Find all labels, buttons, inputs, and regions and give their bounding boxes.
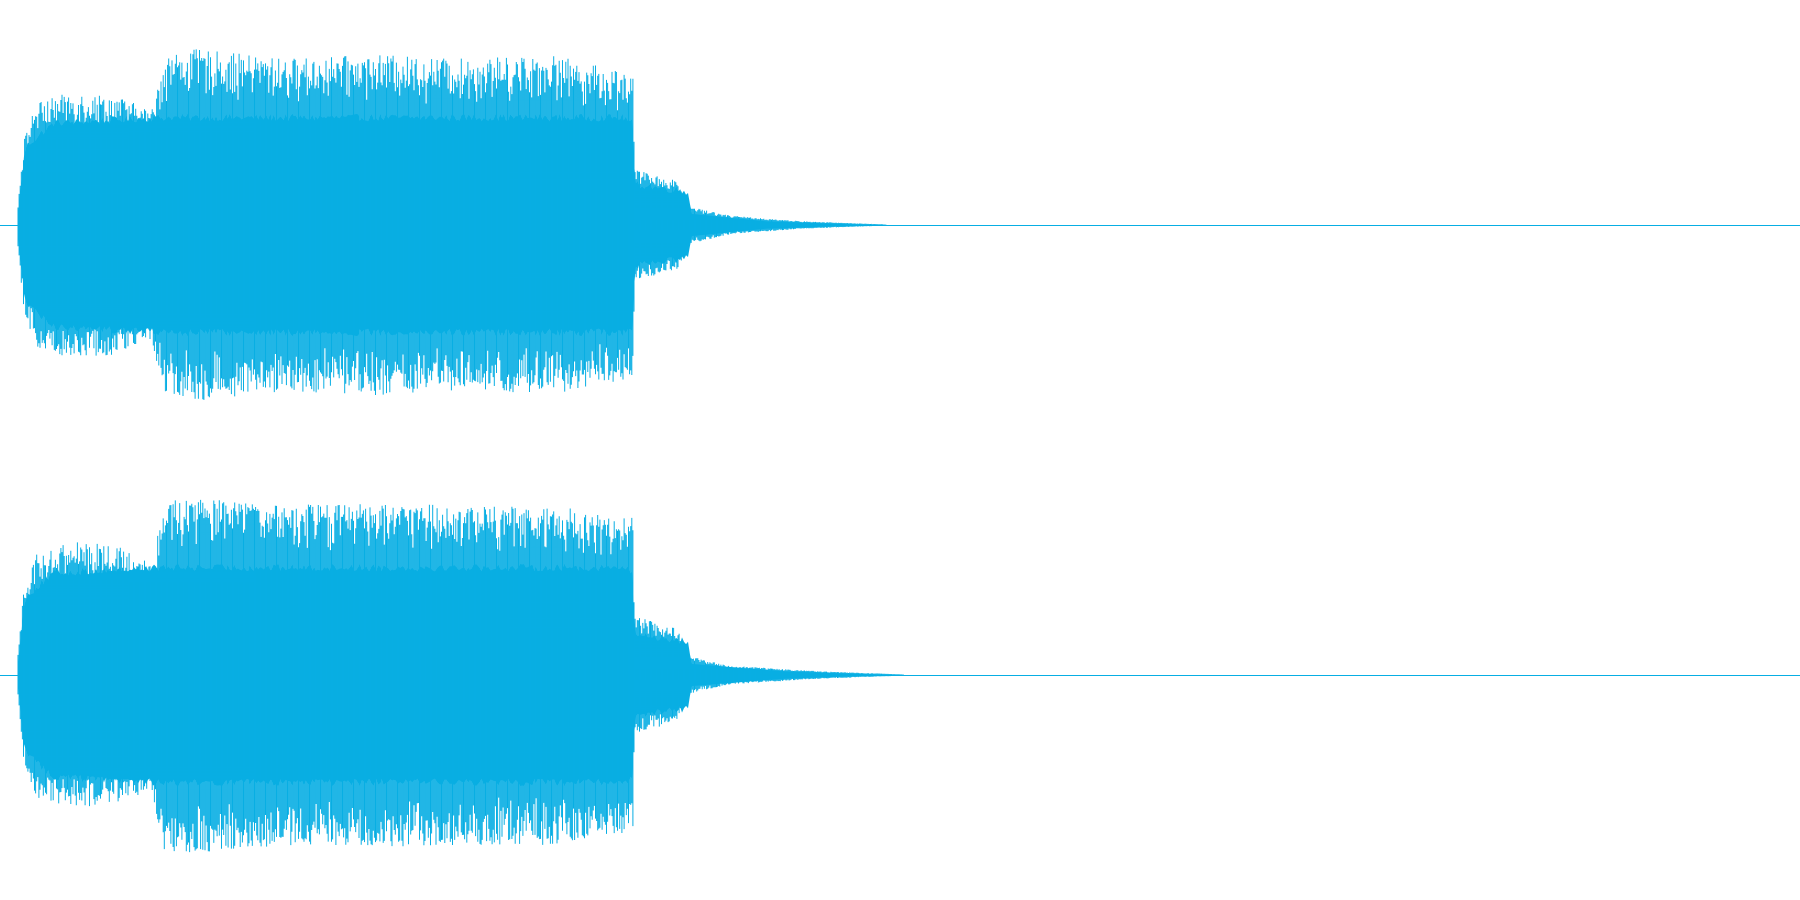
waveform-peaks — [17, 49, 887, 400]
channel-left-waveform — [0, 49, 1800, 400]
channel-right-waveform — [0, 499, 1800, 853]
waveform-peaks — [17, 499, 904, 853]
